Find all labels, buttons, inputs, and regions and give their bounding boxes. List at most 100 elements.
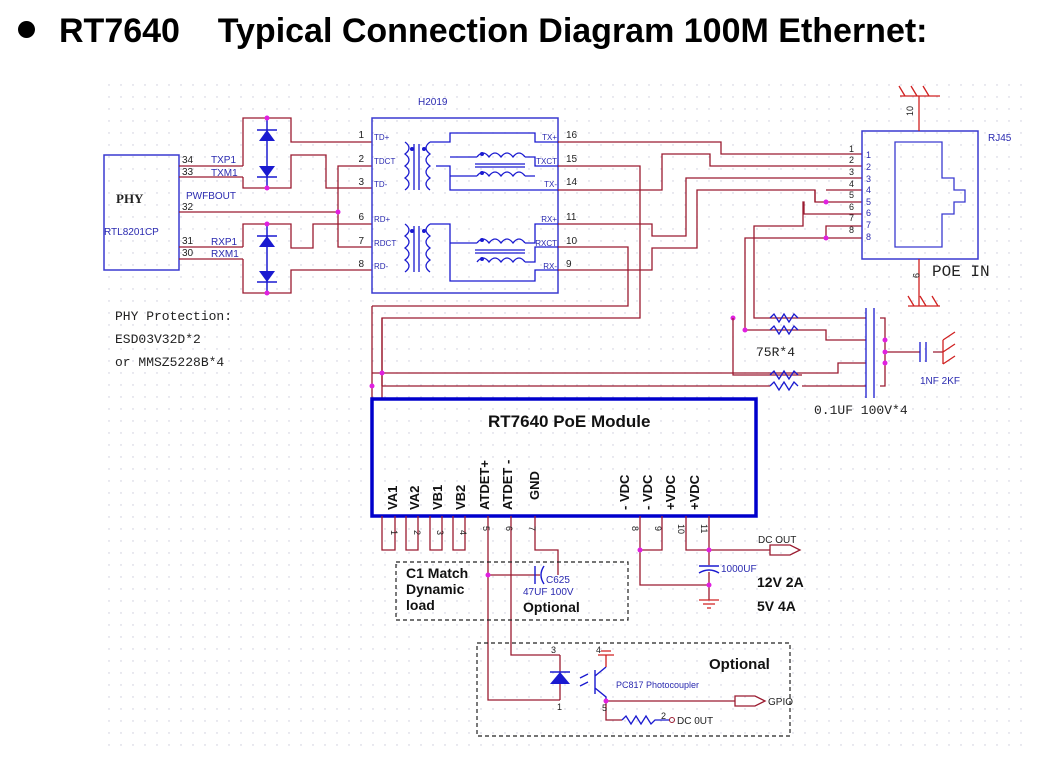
svg-text:4: 4: [596, 645, 601, 655]
svg-text:9: 9: [566, 259, 572, 270]
module-pin-names: VA1 VA2 VB1 VB2 ATDET+ ATDET - GND - VDC…: [385, 460, 702, 510]
dc-out-port-icon: [769, 544, 802, 556]
dc-output: DC OUT 1000UF 12V 2A 5V 4A: [698, 535, 804, 614]
svg-text:Dynamic: Dynamic: [406, 581, 465, 597]
svg-text:1: 1: [849, 144, 854, 154]
rj45-outer-pin-numbers: 1 2 3 4 5 6 7 8: [849, 144, 854, 235]
svg-text:34: 34: [182, 155, 194, 166]
svg-text:2: 2: [866, 162, 871, 172]
svg-text:DC 0UT: DC 0UT: [677, 716, 713, 727]
phy-wires: [179, 165, 338, 260]
svg-text:2: 2: [661, 711, 666, 721]
svg-text:TDCT: TDCT: [374, 157, 395, 166]
center-tap-wires: [335, 141, 372, 271]
tvs-diode-top: [242, 115, 360, 191]
capacitor-bank-icon: [865, 308, 875, 398]
svg-text:1: 1: [557, 702, 562, 712]
svg-text:GND: GND: [527, 471, 542, 500]
svg-text:2: 2: [849, 155, 854, 165]
phy-pin-names: TXP1 TXM1 PWFBOUT RXP1 RXM1: [186, 155, 239, 260]
bullet-icon: [18, 20, 35, 38]
photocoupler-block: Optional PC817 Photocoupler GPIO DC 0UT …: [476, 642, 793, 737]
svg-text:6: 6: [504, 526, 514, 531]
phy-pin-numbers: 34 33 32 31 30: [182, 155, 194, 259]
svg-text:PWFBOUT: PWFBOUT: [186, 191, 236, 202]
hv-capacitor-icon: [919, 342, 927, 362]
svg-text:1000UF: 1000UF: [721, 564, 757, 575]
svg-text:+VDC: +VDC: [687, 474, 702, 510]
rj45-connector: RJ45 POE IN 10 9 1 2 3 4 5 6 7 8 1 2 3 4…: [849, 85, 1012, 307]
svg-text:RD-: RD-: [374, 262, 389, 271]
transformer-part: H2019: [418, 97, 448, 108]
svg-text:RXCT: RXCT: [535, 239, 557, 248]
svg-text:TD+: TD+: [374, 133, 390, 142]
svg-text:7: 7: [358, 236, 364, 247]
svg-text:5: 5: [481, 526, 491, 531]
svg-text:- VDC: - VDC: [640, 474, 655, 510]
svg-text:11: 11: [566, 212, 577, 223]
rt7640-module: RT7640 PoE Module VA1 VA2 VB1 VB2 ATDET+…: [370, 397, 770, 701]
c625-capacitor-icon: [534, 565, 545, 585]
svg-text:6: 6: [866, 208, 871, 218]
chassis-ground-icon: [942, 331, 956, 365]
svg-text:6: 6: [358, 212, 364, 223]
svg-text:7: 7: [849, 213, 854, 223]
svg-text:TX+: TX+: [542, 133, 557, 142]
rj45-inner-pin-numbers: 1 2 3 4 5 6 7 8: [866, 150, 871, 242]
svg-text:load: load: [406, 597, 435, 613]
svg-text:or MMSZ5228B*4: or MMSZ5228B*4: [115, 355, 224, 370]
svg-text:12V 2A: 12V 2A: [757, 574, 804, 590]
pullup-resistor-icon: [621, 714, 670, 726]
svg-text:TD-: TD-: [374, 180, 388, 189]
svg-text:33: 33: [182, 167, 194, 178]
hv-cap-label: 1NF 2KF: [920, 376, 960, 387]
svg-text:8: 8: [849, 225, 854, 235]
svg-text:1: 1: [866, 150, 871, 160]
svg-text:2: 2: [358, 154, 364, 165]
svg-text:TXCT: TXCT: [536, 157, 557, 166]
svg-text:DC OUT: DC OUT: [758, 535, 796, 546]
svg-text:47UF 100V: 47UF 100V: [523, 587, 574, 598]
svg-text:RDCT: RDCT: [374, 239, 396, 248]
transformer-left-pin-numbers: 1 2 3 6 7 8: [358, 130, 364, 270]
svg-text:16: 16: [566, 130, 578, 141]
svg-text:ATDET -: ATDET -: [500, 460, 515, 510]
resistor-1-icon: [769, 312, 799, 324]
svg-text:RX+: RX+: [541, 215, 557, 224]
svg-text:5: 5: [849, 190, 854, 200]
resistor-3-icon: [769, 369, 799, 381]
svg-text:3: 3: [551, 645, 556, 655]
svg-text:32: 32: [182, 202, 194, 213]
termination-network: 75R*4 0.1UF 100V*4 1NF 2KF: [369, 306, 960, 418]
module-pin-numbers: 1 2 3 4 5 6 7 8 9 10 11: [389, 524, 709, 535]
svg-text:1: 1: [358, 130, 364, 141]
svg-text:Optional: Optional: [709, 656, 770, 673]
junctions-rj45: [730, 199, 829, 333]
svg-text:Optional: Optional: [523, 599, 580, 615]
shield-ground-bottom-icon: [907, 295, 940, 307]
svg-text:6: 6: [849, 202, 854, 212]
svg-text:10: 10: [566, 236, 578, 247]
svg-text:C1 Match: C1 Match: [406, 565, 468, 581]
svg-text:3: 3: [435, 530, 445, 535]
svg-text:VA1: VA1: [385, 486, 400, 510]
svg-text:+VDC: +VDC: [663, 474, 678, 510]
svg-text:TX-: TX-: [544, 180, 557, 189]
svg-text:15: 15: [566, 154, 578, 165]
svg-text:1: 1: [389, 530, 399, 535]
svg-text:7: 7: [527, 526, 537, 531]
svg-text:- VDC: - VDC: [617, 474, 632, 510]
tvs-diode-bottom: [242, 221, 338, 296]
module-title: RT7640 PoE Module: [488, 412, 650, 431]
svg-text:2: 2: [412, 530, 422, 535]
svg-text:10: 10: [905, 106, 915, 116]
grid-background: [100, 82, 1030, 750]
resistor-4-icon: [769, 380, 799, 392]
svg-text:11: 11: [699, 524, 709, 533]
svg-text:9: 9: [911, 273, 921, 278]
resistor-label: 75R*4: [756, 345, 795, 360]
phy-protection-note: PHY Protection: ESD03V32D*2 or MMSZ5228B…: [115, 309, 232, 370]
svg-text:RXM1: RXM1: [211, 249, 239, 260]
load-block: C1 Match Dynamic load Optional C625 47UF…: [395, 561, 629, 621]
